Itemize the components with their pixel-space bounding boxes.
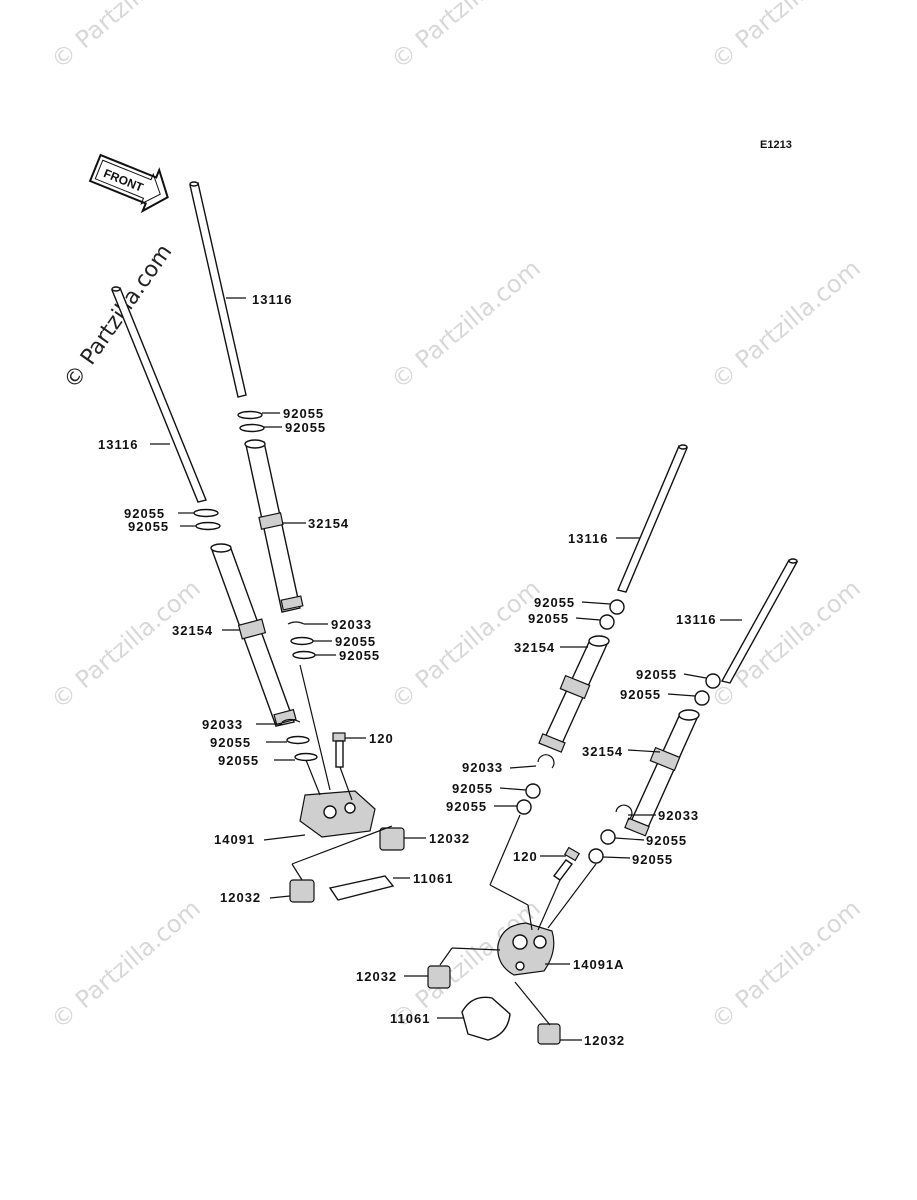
part-label: 14091A: [573, 957, 625, 972]
o-ring: [516, 799, 532, 815]
tappet: [289, 879, 315, 903]
o-ring: [195, 521, 221, 531]
part-label: 32154: [582, 744, 623, 759]
gasket: [461, 996, 511, 1041]
part-label: 13116: [252, 292, 292, 307]
tappet: [537, 1023, 561, 1045]
o-ring: [599, 614, 615, 630]
circlip: [615, 804, 633, 821]
part-label: 32154: [514, 640, 555, 655]
push-rod: [111, 286, 207, 503]
bolt: [332, 732, 346, 768]
part-label: 92055: [636, 667, 677, 682]
part-label: 120: [513, 849, 538, 864]
o-ring: [193, 508, 219, 518]
tappet: [379, 827, 405, 851]
push-rod: [189, 181, 247, 398]
tappet-holder: [299, 790, 376, 838]
push-rod-tube: [624, 709, 700, 837]
part-label: 92055: [339, 648, 380, 663]
part-label: 92033: [658, 808, 699, 823]
watermark: © Partzilla.com: [386, 254, 546, 394]
o-ring: [237, 410, 263, 420]
o-ring: [694, 690, 710, 706]
circlip: [281, 718, 301, 723]
o-ring: [705, 673, 721, 689]
watermark: © Partzilla.com: [46, 574, 206, 714]
part-label: 11061: [390, 1011, 430, 1026]
watermark: © Partzilla.com: [706, 254, 866, 394]
circlip: [287, 621, 305, 625]
o-ring: [588, 848, 604, 864]
part-label: 92033: [202, 717, 243, 732]
leader-lines: [404, 537, 742, 1041]
watermark: © Partzilla.com: [46, 894, 206, 1034]
gasket: [328, 875, 395, 901]
tappet: [427, 965, 451, 989]
part-label: 92055: [534, 595, 575, 610]
part-label: 92055: [124, 506, 165, 521]
watermark: © Partzilla.com: [46, 0, 206, 75]
part-label: 13116: [676, 612, 716, 627]
part-label: 32154: [172, 623, 213, 638]
diagram-code: E1213: [760, 139, 792, 151]
part-label: 92033: [331, 617, 372, 632]
bolt: [552, 846, 581, 881]
part-label: 92055: [210, 735, 251, 750]
o-ring: [239, 423, 265, 433]
watermarks: © Partzilla.com © Partzilla.com © Partzi…: [46, 0, 866, 1035]
push-rod: [617, 444, 688, 593]
o-ring: [292, 650, 316, 660]
push-rod-tube: [538, 635, 610, 753]
o-ring: [286, 735, 310, 745]
watermark: © Partzilla.com: [706, 574, 866, 714]
part-label: 12032: [220, 890, 261, 905]
o-ring: [609, 599, 625, 615]
part-label: 12032: [429, 831, 470, 846]
part-label: 13116: [98, 437, 138, 452]
watermark: © Partzilla.com: [706, 0, 866, 75]
tappet-holder: [497, 922, 555, 976]
part-label: 92055: [285, 420, 326, 435]
o-ring: [600, 829, 616, 845]
part-label: 14091: [214, 832, 255, 847]
leader-lines: [150, 297, 426, 899]
o-ring: [525, 783, 541, 799]
part-label: 92055: [620, 687, 661, 702]
watermark: © Partzilla.com: [386, 0, 546, 75]
part-label: 92055: [128, 519, 169, 534]
push-rod: [720, 558, 799, 684]
part-label: 92055: [452, 781, 493, 796]
watermark-main: © Partzilla.com: [59, 240, 177, 393]
part-label: 120: [369, 731, 394, 746]
part-label: 92055: [218, 753, 259, 768]
o-ring: [294, 752, 318, 762]
part-label: 32154: [308, 516, 349, 531]
part-label: 13116: [568, 531, 608, 546]
part-label: 92055: [283, 406, 324, 421]
part-label: 12032: [356, 969, 397, 984]
push-rod-tube: [244, 439, 304, 613]
part-label: 92055: [632, 852, 673, 867]
watermark: © Partzilla.com: [706, 894, 866, 1034]
part-label: 92055: [528, 611, 569, 626]
circlip: [537, 754, 555, 769]
part-label: 92055: [335, 634, 376, 649]
push-rod-tube: [210, 543, 297, 727]
part-label: 92033: [462, 760, 503, 775]
front-arrow-icon: FRONT: [88, 153, 169, 214]
part-label: 12032: [584, 1033, 625, 1048]
part-label: 11061: [413, 871, 453, 886]
part-label: 92055: [446, 799, 487, 814]
part-label: 92055: [646, 833, 687, 848]
o-ring: [290, 636, 314, 646]
